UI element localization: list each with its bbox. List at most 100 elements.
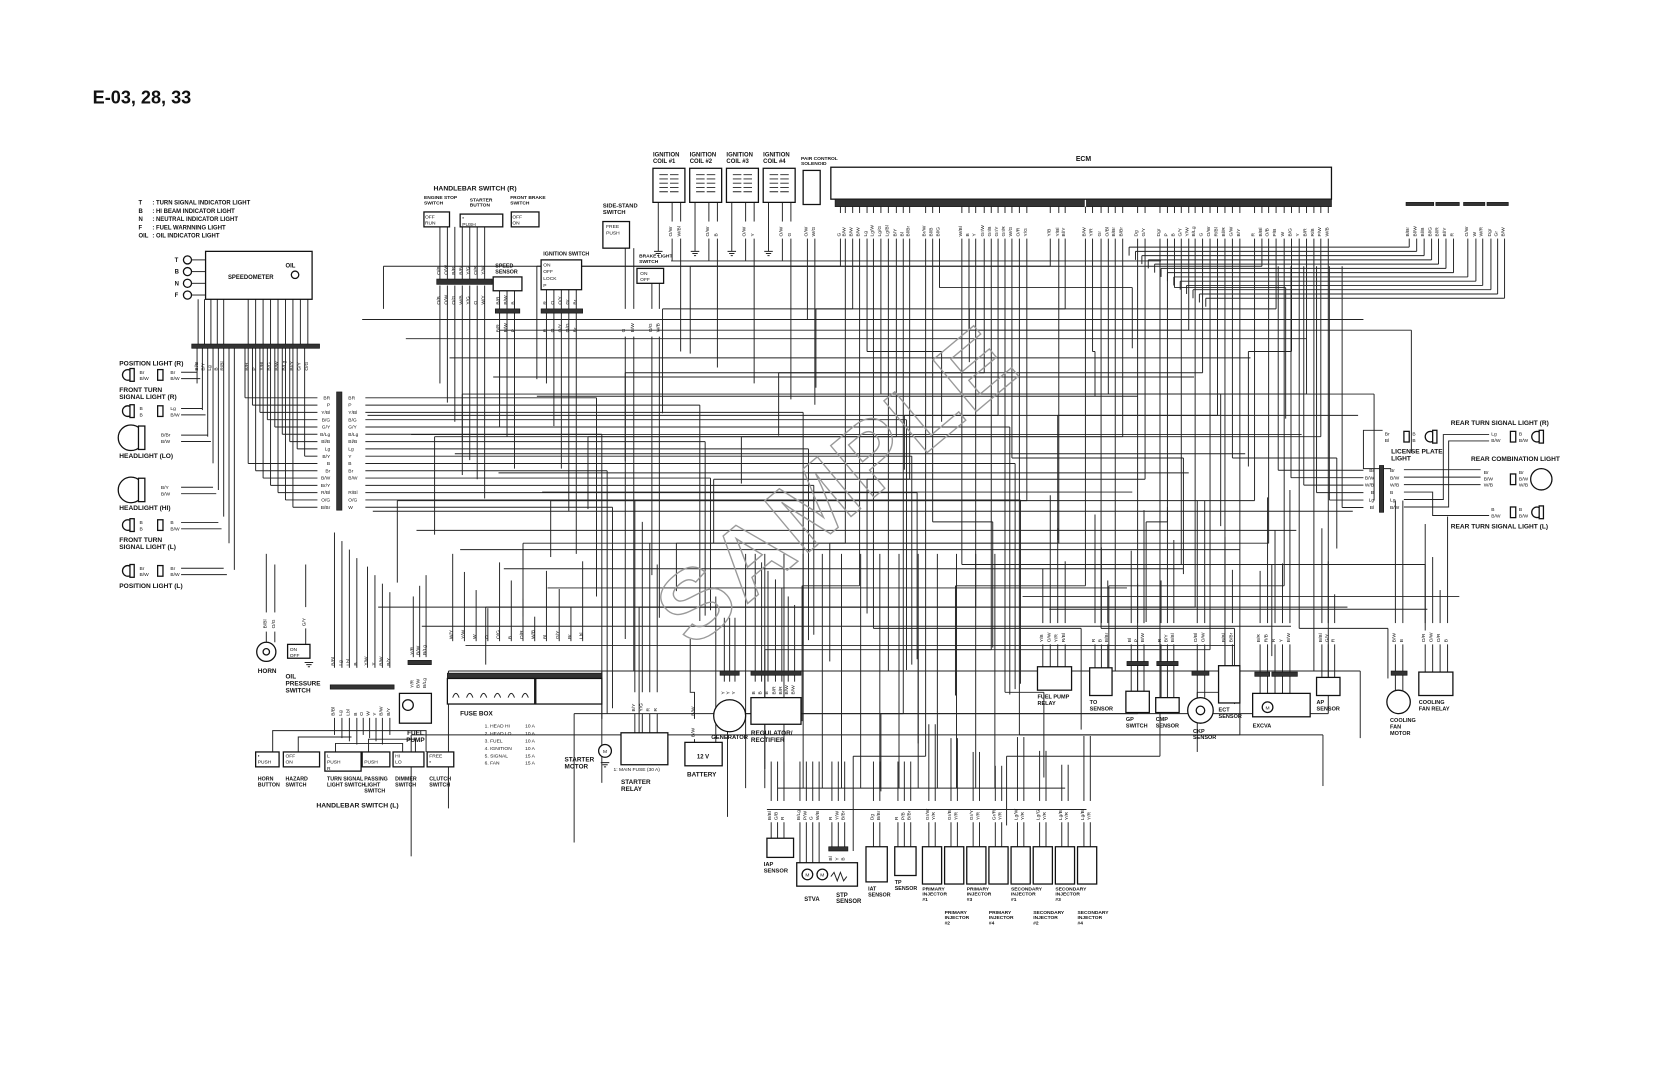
fuse-icon: [521, 692, 529, 698]
wire-color-label: B/R: [244, 362, 250, 371]
ecm-pin-label: B/Br: [1405, 227, 1411, 237]
wire-color-label: Br: [140, 370, 145, 376]
injector-label: INJECTOR: [1078, 915, 1103, 921]
wire-color-label: P: [348, 403, 351, 409]
ecm-pin-label: R: [1450, 232, 1456, 236]
legend-text: : OIL INDICATOR LIGHT: [152, 234, 220, 240]
wire-color-label: B: [751, 691, 757, 694]
wire-color-label: BR: [323, 395, 330, 401]
ecm-pin-label: B/Br: [1119, 227, 1125, 237]
fuse-name: 5. SIGNAL: [485, 753, 509, 759]
fuel-injector: [988, 846, 1009, 885]
switch-label: STARTER: [470, 197, 493, 203]
wire-color-label: B: [140, 406, 143, 412]
wire-color-label: BR: [348, 395, 355, 401]
ecm-pin-label: Y/B: [1046, 229, 1052, 237]
wire-color-label: O/W: [1046, 632, 1052, 642]
wire-color-label: W/B: [531, 630, 537, 639]
wire-color-label: O/Y: [557, 295, 563, 304]
wire-color-label: Lbl: [345, 709, 351, 716]
wire-color-label: B/Bl: [330, 657, 336, 666]
ignition-coil-label: COIL #1: [653, 159, 676, 165]
wire-color-label: Lg: [338, 660, 344, 666]
iat-sensor: [865, 846, 888, 883]
generator-connector: [719, 670, 740, 676]
switch-state: PUSH: [258, 760, 272, 766]
wire-color-label: P: [252, 367, 258, 370]
ecm-pin-label: O/R: [1015, 227, 1021, 236]
wire-color-label: R/Bl: [321, 490, 330, 496]
wire-color-label: Y/R: [1064, 812, 1070, 821]
injector-label: #3: [1055, 897, 1061, 903]
cooling-fan-motor-label: MOTOR: [1390, 731, 1410, 737]
wire-color-label: B/Br: [907, 810, 913, 820]
ecm-pin-label: Bl: [899, 232, 905, 236]
ignition-coil-label: COIL #2: [690, 159, 713, 165]
wire-color-label: B/R: [496, 296, 502, 305]
wire-color-label: R/Bl: [348, 490, 357, 496]
injector-label: #4: [989, 920, 995, 926]
switch-state: PUSH: [364, 760, 378, 766]
speed-sensor-label: SPEED: [495, 263, 513, 269]
wire-color-label: Lg/W: [1013, 808, 1019, 820]
fuse-name: 6. FAN: [485, 761, 500, 767]
wire-color-label: R: [542, 328, 548, 332]
wire-color-label: G: [809, 816, 815, 820]
ecm-pin-label: B/G: [1288, 228, 1294, 237]
wire-color-label: Y: [726, 690, 732, 694]
ignition-coil: [652, 167, 686, 204]
wire-color-label: Br: [1385, 432, 1390, 438]
fuse-box-relay: [535, 677, 603, 705]
injector-label: PRIMARY: [967, 886, 990, 892]
ckp-connector: [1191, 670, 1210, 676]
wire-color-label: O/B: [436, 266, 442, 274]
wire-color-label: B/W: [503, 295, 509, 305]
fuel-injector: [966, 846, 987, 885]
handlebar-l-switch: [392, 751, 425, 768]
wire-color-label: B/W: [1140, 633, 1146, 643]
ckp-center: [1195, 705, 1206, 716]
wire: [1403, 434, 1490, 501]
ecm-pin-label: G: [836, 232, 842, 236]
motor-symbol: M: [1266, 705, 1270, 711]
bulb-socket: [1538, 505, 1545, 520]
rear-joint-connector: [1379, 465, 1384, 513]
legend-text: : TURN SIGNAL INDICATOR LIGHT: [152, 200, 250, 206]
wire-color-label: Y/R: [1054, 634, 1060, 643]
wire-color-label: Br: [572, 299, 578, 304]
wire-color-label: B/Bl: [330, 707, 336, 716]
oil-pressure-switch-label: SWITCH: [285, 687, 311, 694]
wire-color-label: B: [140, 412, 143, 418]
ecm-pin-label: Y/W: [1185, 227, 1191, 237]
wire-color-label: B/W: [690, 706, 696, 716]
ecm-pin-label: P/W: [1317, 227, 1323, 237]
switch-state: ON: [512, 221, 520, 227]
stp-connector: [828, 846, 849, 852]
injector-label: #1: [1011, 897, 1017, 903]
iap-sensor: [766, 837, 795, 859]
injector-label: PRIMARY: [922, 886, 945, 892]
ckp-sensor-label: SENSOR: [1193, 735, 1216, 741]
fuse-icon: [507, 692, 515, 698]
wire-color-label: Y/G: [466, 266, 472, 275]
coupler-icon: [1509, 473, 1517, 486]
ignition-coil-label: IGNITION: [726, 153, 752, 159]
fuse-icon: [466, 692, 474, 698]
cmp-connector: [1156, 661, 1179, 666]
switch-state: •: [462, 216, 464, 221]
sample-watermark: SAMPLE: [635, 303, 1038, 666]
ecm-pin-label: O/W: [1206, 226, 1212, 236]
ecm-pin-label: G/Y: [1141, 227, 1147, 236]
wire-color-label: O/W: [668, 226, 674, 236]
wire-color-label: B/W: [348, 476, 358, 482]
wire-color-label: Lg: [1390, 498, 1396, 504]
wire-color-label: O: [550, 328, 556, 332]
ecm-pin-label: Gr: [1494, 231, 1500, 237]
wire-color-label: B: [353, 712, 359, 715]
fuse-name: 4. IGNITION: [485, 746, 513, 752]
wire-color-label: Gr/W: [925, 808, 931, 820]
switch-label: PASSING: [364, 777, 388, 783]
wire-color-label: Y/R: [998, 812, 1004, 821]
wire: [1362, 429, 1392, 470]
bulb-socket: [129, 518, 135, 533]
